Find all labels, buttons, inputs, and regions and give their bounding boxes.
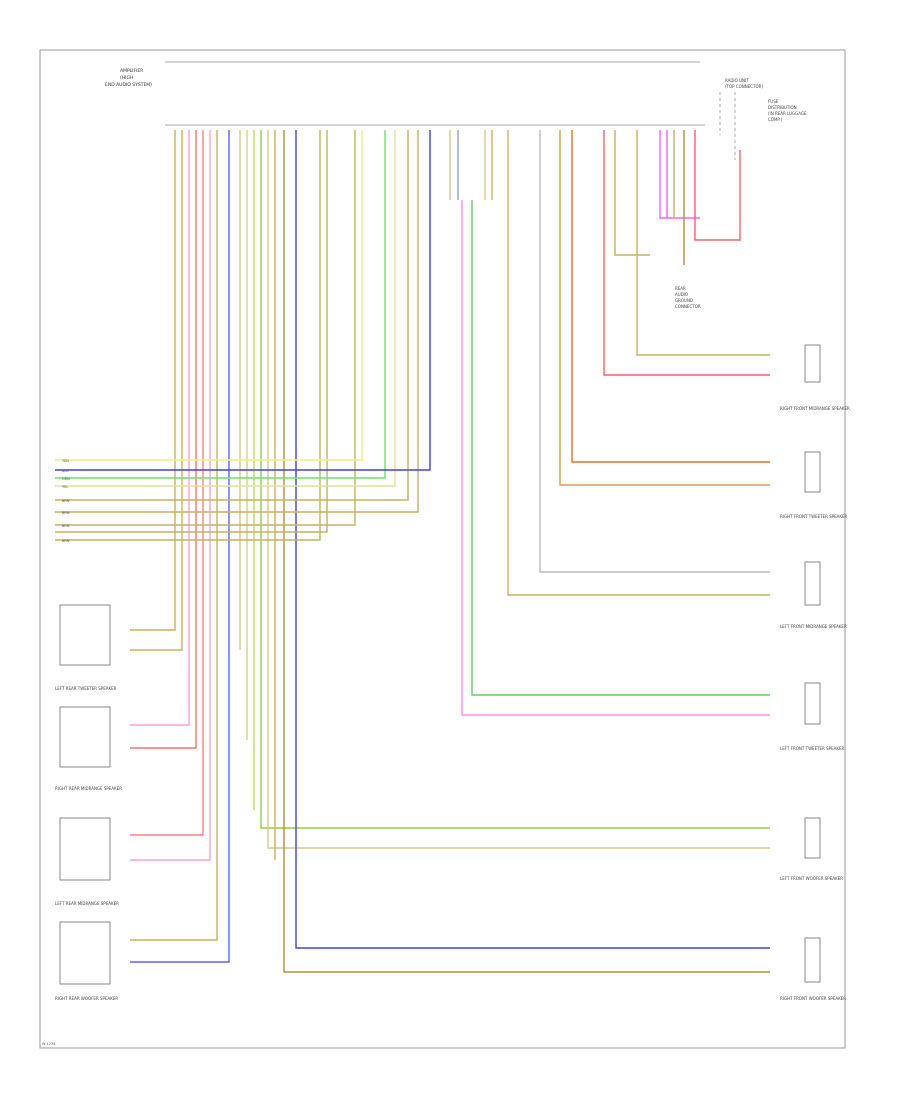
wire <box>659 130 700 219</box>
wire <box>55 130 419 513</box>
speaker-right-front-woofer: RIGHT FRONT WOOFER SPEAKER <box>780 937 846 1001</box>
speaker-right-front-tweeter: RIGHT FRONT TWEETER SPEAKER <box>780 451 848 519</box>
wire <box>130 130 230 963</box>
svg-text:YEL: YEL <box>62 485 68 489</box>
svg-text:RIGHT FRONT TWEETER SPEAKER: RIGHT FRONT TWEETER SPEAKER <box>780 514 848 519</box>
svg-text:LEFT REAR MIDRANGE SPEAKER: LEFT REAR MIDRANGE SPEAKER <box>55 901 119 906</box>
wire <box>694 130 741 241</box>
wire <box>130 130 190 726</box>
wire <box>471 200 770 696</box>
svg-text:RIGHT REAR WOOFER SPEAKER: RIGHT REAR WOOFER SPEAKER <box>55 996 118 1001</box>
radio-unit-label: RADIO UNIT (TOP CONNECTOR) <box>725 78 763 89</box>
svg-text:FUSE: FUSE <box>768 99 779 104</box>
svg-text:REAR: REAR <box>675 286 686 291</box>
fuse-distribution-label: FUSE DISTRIBUTION (IN REAR LUGGAGE COMP.… <box>768 99 807 122</box>
wire <box>130 130 176 631</box>
svg-text:GRN: GRN <box>62 477 70 481</box>
wire <box>461 200 770 716</box>
svg-text:AUDIO: AUDIO <box>675 292 688 297</box>
wire <box>55 130 396 487</box>
wire <box>507 130 770 596</box>
svg-text:TAN: TAN <box>61 459 69 463</box>
svg-text:(HIGH: (HIGH <box>120 75 133 81</box>
svg-text:END AUDIO SYSTEM): END AUDIO SYSTEM) <box>105 82 152 88</box>
wire <box>614 130 650 256</box>
svg-text:GROUND: GROUND <box>675 298 693 303</box>
wire <box>55 130 363 461</box>
svg-text:LEFT REAR TWEETER SPEAKER: LEFT REAR TWEETER SPEAKER <box>55 686 117 691</box>
svg-text:COMP.): COMP.) <box>768 117 782 122</box>
wire <box>260 130 770 829</box>
wire <box>130 130 197 749</box>
wire <box>603 130 770 376</box>
wire <box>55 130 431 471</box>
speaker-right-rear-woofer: RIGHT REAR WOOFER SPEAKER <box>55 921 118 1001</box>
svg-text:DISTRIBUTION: DISTRIBUTION <box>768 105 797 110</box>
speaker-right-front-midrange: RIGHT FRONT MIDRANGE SPEAKER <box>780 344 850 411</box>
svg-text:(TOP CONNECTOR): (TOP CONNECTOR) <box>725 84 763 89</box>
speaker-left-front-tweeter: LEFT FRONT TWEETER SPEAKER <box>780 682 844 751</box>
harness-labels: TAN BLU GRN YEL BRN BRN BRN BRN <box>61 459 70 543</box>
speaker-left-rear-midrange: LEFT REAR MIDRANGE SPEAKER <box>55 817 119 906</box>
wire <box>539 130 770 573</box>
speaker-right-rear-midrange: RIGHT REAR MIDRANGE SPEAKER <box>55 706 122 791</box>
svg-text:RIGHT FRONT MIDRANGE SPEAKER: RIGHT FRONT MIDRANGE SPEAKER <box>780 406 850 411</box>
wire <box>130 130 211 861</box>
svg-text:LEFT FRONT TWEETER SPEAKER: LEFT FRONT TWEETER SPEAKER <box>780 746 844 751</box>
svg-text:BLU: BLU <box>62 469 69 473</box>
svg-text:RIGHT FRONT WOOFER SPEAKER: RIGHT FRONT WOOFER SPEAKER <box>780 996 846 1001</box>
svg-text:BRN: BRN <box>62 524 70 528</box>
diagram-frame <box>39 49 846 1049</box>
speaker-left-front-midrange: LEFT FRONT MIDRANGE SPEAKER <box>780 561 847 629</box>
wire <box>130 130 218 941</box>
svg-text:(IN REAR LUGGAGE: (IN REAR LUGGAGE <box>768 111 807 116</box>
wires <box>55 130 770 973</box>
wire <box>267 130 770 849</box>
wire <box>636 130 770 356</box>
amplifier-label: AMPLIFIER (HIGH END AUDIO SYSTEM) <box>105 68 152 88</box>
radio-unit-connector <box>719 92 736 160</box>
wire <box>130 130 183 651</box>
wire <box>55 130 321 541</box>
svg-text:BRN: BRN <box>62 511 70 515</box>
wire <box>55 130 328 533</box>
wire <box>55 130 356 526</box>
speaker-left-front-woofer: LEFT FRONT WOOFER SPEAKER <box>780 817 843 881</box>
svg-text:RADIO UNIT: RADIO UNIT <box>725 78 749 83</box>
wire <box>559 130 770 486</box>
svg-text:BRN: BRN <box>62 539 70 543</box>
svg-text:BRN: BRN <box>62 499 70 503</box>
svg-text:RIGHT REAR MIDRANGE SPEAKER: RIGHT REAR MIDRANGE SPEAKER <box>55 786 122 791</box>
wire <box>283 130 770 973</box>
wire <box>295 130 770 949</box>
svg-text:LEFT FRONT MIDRANGE SPEAKER: LEFT FRONT MIDRANGE SPEAKER <box>780 624 847 629</box>
svg-text:AMPLIFIER: AMPLIFIER <box>120 68 143 74</box>
svg-text:LEFT FRONT WOOFER SPEAKER: LEFT FRONT WOOFER SPEAKER <box>780 876 843 881</box>
svg-text:CONNECTOR: CONNECTOR <box>675 304 701 309</box>
wire <box>55 130 409 501</box>
wire <box>571 130 770 463</box>
speaker-left-rear-tweeter: LEFT REAR TWEETER SPEAKER <box>55 604 117 691</box>
wire <box>55 130 386 479</box>
wire <box>130 130 204 836</box>
diagram-code: W:1234 <box>42 1042 56 1046</box>
ground-connector-label: REAR AUDIO GROUND CONNECTOR <box>675 286 701 309</box>
